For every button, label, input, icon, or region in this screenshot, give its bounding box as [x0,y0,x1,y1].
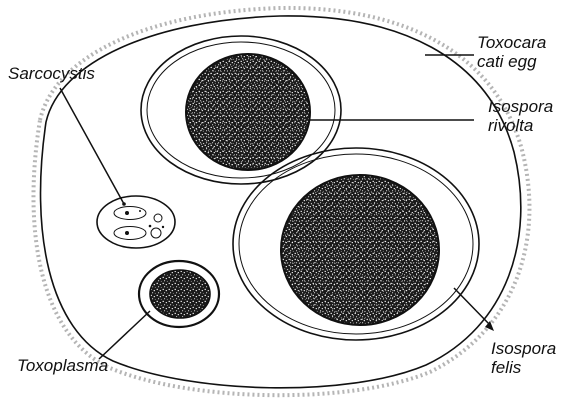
toxoplasma-leader [99,311,150,359]
label-isospora-rivolta-line1: Isospora [488,97,553,116]
label-toxocara-line2: cati egg [477,52,546,71]
label-isospora-felis-line1: Isospora [491,339,556,358]
isospora-rivolta-oocyst [141,36,341,184]
sarcocystis-sporocyst [97,196,175,248]
isospora-felis-oocyst [233,148,479,340]
label-isospora-rivolta: Isospora rivolta [488,97,553,135]
label-toxoplasma-text: Toxoplasma [17,356,108,375]
label-toxocara-line1: Toxocara [477,33,546,52]
toxoplasma-oocyst [139,261,219,327]
sarcocystis-leader [60,88,124,204]
label-sarcocystis-text: Sarcocystis [8,64,95,83]
label-isospora-felis: Isospora felis [491,339,556,377]
label-isospora-rivolta-line2: rivolta [488,116,553,135]
label-toxoplasma: Toxoplasma [17,356,108,375]
label-toxocara-cati-egg: Toxocara cati egg [477,33,546,71]
label-isospora-felis-line2: felis [491,358,556,377]
label-sarcocystis: Sarcocystis [8,64,95,83]
isospora-felis-leader [454,288,490,325]
